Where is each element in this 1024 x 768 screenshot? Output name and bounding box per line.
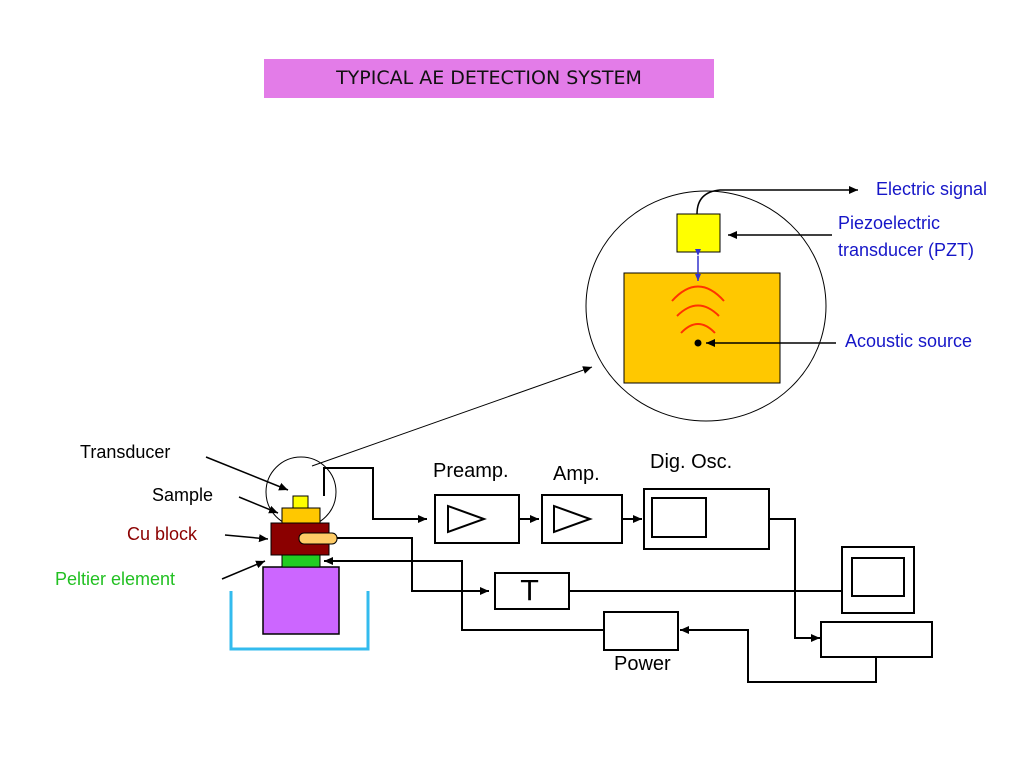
- pzt-transducer: [676, 213, 721, 253]
- monitor-screen: [851, 557, 905, 597]
- power-label: Power: [614, 653, 671, 675]
- transducer-label: Transducer: [80, 442, 171, 462]
- computer: [820, 546, 933, 658]
- diagram-title: TYPICAL AE DETECTION SYSTEM: [264, 59, 714, 98]
- inset-magnified-view: [585, 186, 858, 422]
- acoustic-wave-3: [671, 285, 725, 302]
- wire-computer-to-power: [680, 626, 877, 683]
- wire-probe-to-thermometer: [337, 537, 489, 595]
- magnify-arrow: [311, 366, 593, 467]
- thermometer-box: [494, 572, 570, 610]
- pzt-label-line1: Piezoelectric: [838, 213, 941, 233]
- heat-sink: [262, 566, 340, 635]
- thermometer-symbol: T: [521, 574, 539, 607]
- computer-base: [820, 621, 933, 658]
- oscilloscope-screen: [651, 497, 707, 538]
- acoustic-source-dot: [694, 339, 702, 347]
- wire-transducer-to-preamp: [323, 467, 427, 523]
- wire-osc-to-computer: [769, 518, 820, 642]
- preamp-label: Preamp.: [433, 460, 509, 482]
- liquid-bath: [229, 591, 370, 651]
- amp-label: Amp.: [553, 463, 600, 485]
- amplifier-symbol: [447, 504, 487, 534]
- sample: [281, 507, 321, 524]
- wire-power-to-peltier: [324, 557, 604, 631]
- power-supply-box: [603, 611, 679, 651]
- peltier-label: Peltier element: [55, 569, 176, 589]
- thermocouple-probe: [298, 532, 338, 545]
- sample-label: Sample: [152, 485, 214, 505]
- peltier-pointer: [221, 560, 266, 580]
- preamp-box: [434, 494, 520, 544]
- pzt-label-line2: transducer (PZT): [838, 240, 975, 260]
- dig-osc-label: Dig. Osc.: [650, 451, 733, 473]
- electric-signal-label: Electric signal: [876, 179, 988, 199]
- inset-circle: [585, 190, 827, 422]
- oscilloscope: [643, 488, 770, 550]
- cu-block-label: Cu block: [127, 524, 198, 544]
- transducer-pointer: [205, 456, 289, 491]
- acoustic-source-label: Acoustic source: [845, 331, 973, 351]
- acoustic-wave-2: [676, 304, 720, 317]
- peltier-element: [281, 554, 321, 568]
- cu-block-pointer: [224, 534, 269, 543]
- inset-sample-block: [623, 272, 781, 384]
- electric-signal-wire: [696, 186, 858, 215]
- sample-stack: [229, 495, 370, 651]
- amplifier-symbol: [553, 504, 593, 534]
- amp-box: [541, 494, 623, 544]
- transducer: [292, 495, 309, 509]
- acoustic-wave-1: [680, 323, 716, 334]
- sample-pointer: [238, 496, 279, 514]
